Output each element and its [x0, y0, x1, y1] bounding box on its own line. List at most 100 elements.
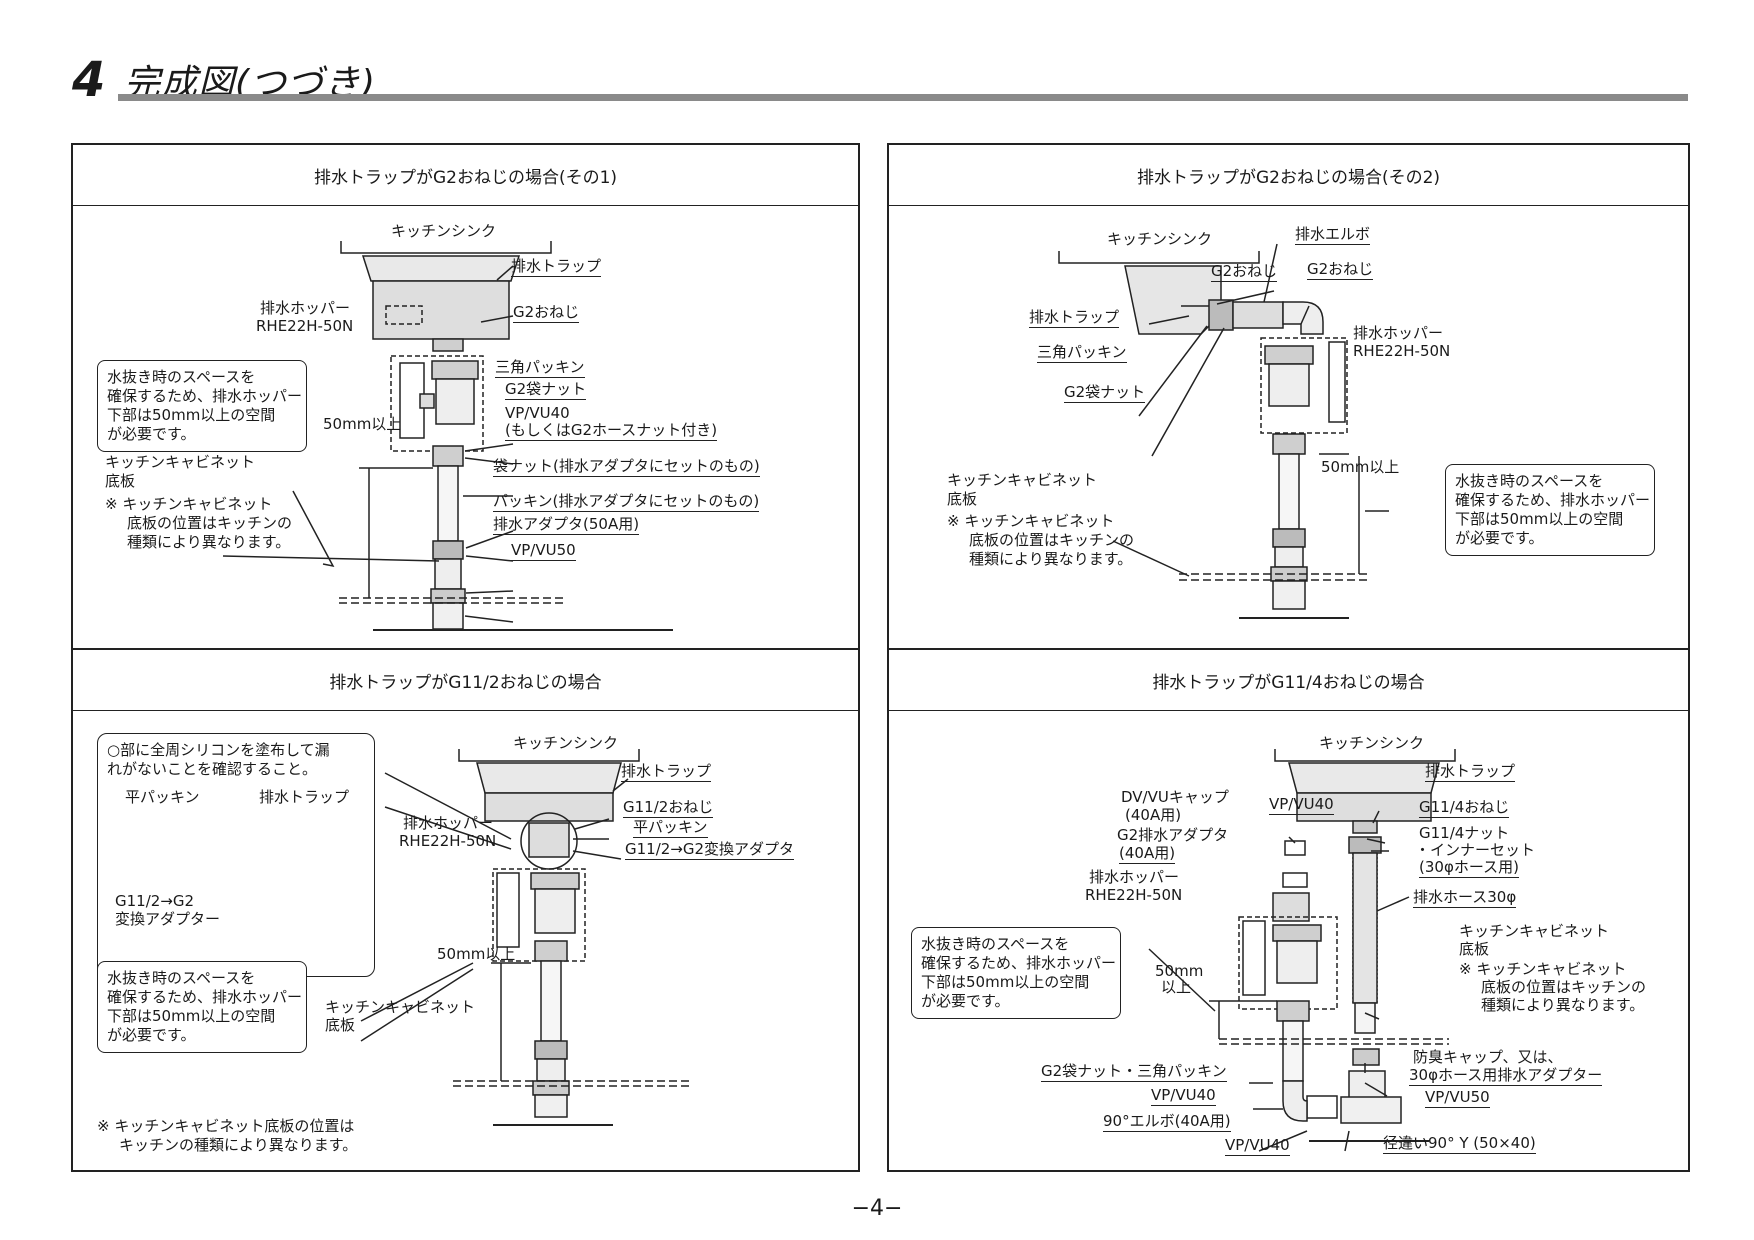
label-detail-trap: 排水トラップ — [259, 788, 350, 806]
note-line: 水抜き時のスペースを — [107, 368, 256, 386]
label-cabinet: キッチンキャビネット — [325, 998, 476, 1016]
label-hopper-model: RHE22H-50N — [1085, 886, 1183, 904]
label-conv: G11/2→G2変換アダプタ — [625, 840, 795, 860]
space-note-box: 水抜き時のスペースを 確保するため、排水ホッパー 下部は50mm以上の空間 が必… — [97, 961, 307, 1053]
label-g2-thread: G2おねじ — [513, 303, 580, 323]
label-hose: 排水ホース30φ — [1413, 888, 1517, 908]
note-line: 確保するため、排水ホッパー — [107, 387, 303, 405]
drain-diagram — [1148, 749, 1456, 1152]
label-space-2: 以上 — [1161, 978, 1192, 996]
label-cabinet-note-3: 種類により異なります。 — [1481, 996, 1645, 1014]
label-g2-nut: G2袋ナット — [505, 380, 587, 400]
note-line: 水抜き時のスペースを — [921, 935, 1070, 953]
label-vp40-bottom: VP/VU40 — [1225, 1136, 1290, 1156]
panel-title: 排水トラップがG11/4おねじの場合 — [889, 650, 1688, 711]
note-line: 確保するため、排水ホッパー — [921, 954, 1117, 972]
label-cabinet: キッチンキャビネット — [1459, 922, 1610, 940]
label-sink: キッチンシンク — [513, 734, 619, 752]
label-g2-adapter-2: (40A用) — [1119, 844, 1176, 864]
label-flat: 平パッキン — [633, 818, 708, 838]
label-detail-conv-1: G11/2→G2 — [115, 892, 195, 910]
panel-diagram: キッチンシンク 排水トラップ 排水ホッパー RHE22H-50N G2おねじ 三… — [73, 206, 858, 650]
note-line: 確保するため、排水ホッパー — [107, 988, 303, 1006]
label-nut-3: (30φホース用) — [1419, 858, 1519, 878]
label-vp40-top: VP/VU40 — [1269, 795, 1334, 815]
label-elbow90: 90°エルボ(40A用) — [1103, 1112, 1231, 1132]
label-hopper: 排水ホッパー — [1353, 324, 1444, 342]
panel-title: 排水トラップがG2おねじの場合(その1) — [73, 145, 858, 206]
label-cabinet-note-2: 底板の位置はキッチンの — [1481, 978, 1647, 996]
label-bottom-note-1: ※ キッチンキャビネット底板の位置は — [97, 1117, 355, 1135]
space-note-box: 水抜き時のスペースを 確保するため、排水ホッパー 下部は50mm以上の空間 が必… — [97, 360, 307, 452]
label-sink: キッチンシンク — [391, 222, 497, 240]
page-number: −4− — [851, 1196, 903, 1221]
space-note-box: 水抜き時のスペースを 確保するため、排水ホッパー 下部は50mm以上の空間 が必… — [911, 927, 1121, 1019]
note-line: 確保するため、排水ホッパー — [1455, 491, 1651, 509]
label-space: 50mm以上 — [437, 945, 516, 963]
label-trap: 排水トラップ — [1029, 308, 1120, 328]
label-packing: パッキン(排水アダプタにセットのもの) — [493, 492, 760, 512]
label-vp40-mid: VP/VU40 — [1151, 1086, 1216, 1106]
label-hopper-model: RHE22H-50N — [1353, 342, 1451, 360]
section-number: 4 — [72, 52, 106, 108]
panel-g2-case-2: 排水トラップがG2おねじの場合(その2) — [887, 143, 1690, 652]
label-hopper: 排水ホッパー — [260, 299, 351, 317]
panel-title: 排水トラップがG11/2おねじの場合 — [73, 650, 858, 711]
label-cap-1: DV/VUキャップ — [1121, 788, 1229, 806]
label-elbow: 排水エルボ — [1295, 225, 1371, 245]
panel-diagram: キッチンシンク 排水トラップ DV/VUキャップ (40A用) VP/VU40 … — [889, 711, 1688, 1170]
label-g2-adapter-1: G2排水アダプタ — [1117, 826, 1229, 844]
note-line: が必要です。 — [107, 425, 196, 443]
label-vp50: VP/VU50 — [1425, 1088, 1490, 1108]
label-space-1: 50mm — [1155, 962, 1204, 980]
label-hopper-model: RHE22H-50N — [256, 317, 354, 335]
label-adapter: 排水アダプタ(50A用) — [493, 515, 640, 535]
panel-diagram: シリコン ○部に全周シリコンを塗布して漏 れがないことを確認すること。 平パッキ… — [73, 711, 858, 1170]
space-note-box: 水抜き時のスペースを 確保するため、排水ホッパー 下部は50mm以上の空間 が必… — [1445, 464, 1655, 556]
note-line: 下部は50mm以上の空間 — [107, 406, 276, 424]
label-cabinet-floor: 底板 — [1459, 940, 1490, 958]
note-line: が必要です。 — [1455, 529, 1544, 547]
label-hopper-model: RHE22H-50N — [399, 832, 497, 850]
label-g114: G11/4おねじ — [1419, 798, 1510, 818]
drain-diagram — [222, 241, 673, 631]
label-cabinet-note-3: 種類により異なります。 — [969, 550, 1133, 568]
note-line: れがないことを確認すること。 — [107, 760, 318, 778]
label-trap: 排水トラップ — [621, 762, 712, 782]
label-reducer: 径違い90° Y (50×40) — [1383, 1134, 1536, 1154]
label-nut-1: G11/4ナット — [1419, 824, 1510, 842]
note-line: が必要です。 — [921, 992, 1010, 1010]
label-cabinet-floor: 底板 — [947, 490, 978, 508]
label-space: 50mm以上 — [1321, 458, 1400, 476]
label-sankaku: 三角パッキン — [495, 358, 585, 378]
label-space: 50mm以上 — [323, 415, 402, 433]
panel-title: 排水トラップがG2おねじの場合(その2) — [889, 145, 1688, 206]
note-line: 下部は50mm以上の空間 — [1455, 510, 1624, 528]
label-nut-2: ・インナーセット — [1415, 841, 1536, 859]
label-cabinet-note-2: 底板の位置はキッチンの — [127, 514, 293, 532]
label-bottom-note-2: キッチンの種類により異なります。 — [119, 1136, 358, 1154]
panel-g2-case-1: 排水トラップがG2おねじの場合(その1) — [71, 143, 860, 652]
label-vp40-note: (もしくはG2ホースナット付き) — [505, 421, 718, 441]
note-line: 下部は50mm以上の空間 — [921, 973, 1090, 991]
panel-g114-case: 排水トラップがG11/4おねじの場合 — [887, 648, 1690, 1172]
label-cabinet-note-1: ※ キッチンキャビネット — [105, 495, 273, 513]
label-g2-thread-b: G2おねじ — [1307, 260, 1374, 280]
label-vp50: VP/VU50 — [511, 541, 576, 561]
label-cabinet: キッチンキャビネット — [947, 471, 1098, 489]
label-vp40: VP/VU40 — [505, 404, 570, 422]
label-cap-alt-2: 30φホース用排水アダプター — [1409, 1066, 1603, 1086]
drain-diagram — [1058, 243, 1389, 619]
label-sankaku: 三角パッキン — [1037, 343, 1127, 363]
note-line: ○部に全周シリコンを塗布して漏 — [107, 741, 330, 759]
label-trap: 排水トラップ — [511, 257, 602, 277]
label-cabinet-floor: 底板 — [325, 1016, 356, 1034]
label-hopper: 排水ホッパー — [1089, 868, 1180, 886]
label-cap-alt-1: 防臭キャップ、又は、 — [1413, 1048, 1563, 1066]
label-trap: 排水トラップ — [1425, 762, 1516, 782]
label-cabinet-note-2: 底板の位置はキッチンの — [969, 531, 1135, 549]
label-g112: G11/2おねじ — [623, 798, 714, 818]
note-line: 水抜き時のスペースを — [107, 969, 256, 987]
label-g2-nut: G2袋ナット・三角パッキン — [1041, 1062, 1227, 1082]
label-cabinet: キッチンキャビネット — [105, 453, 256, 471]
